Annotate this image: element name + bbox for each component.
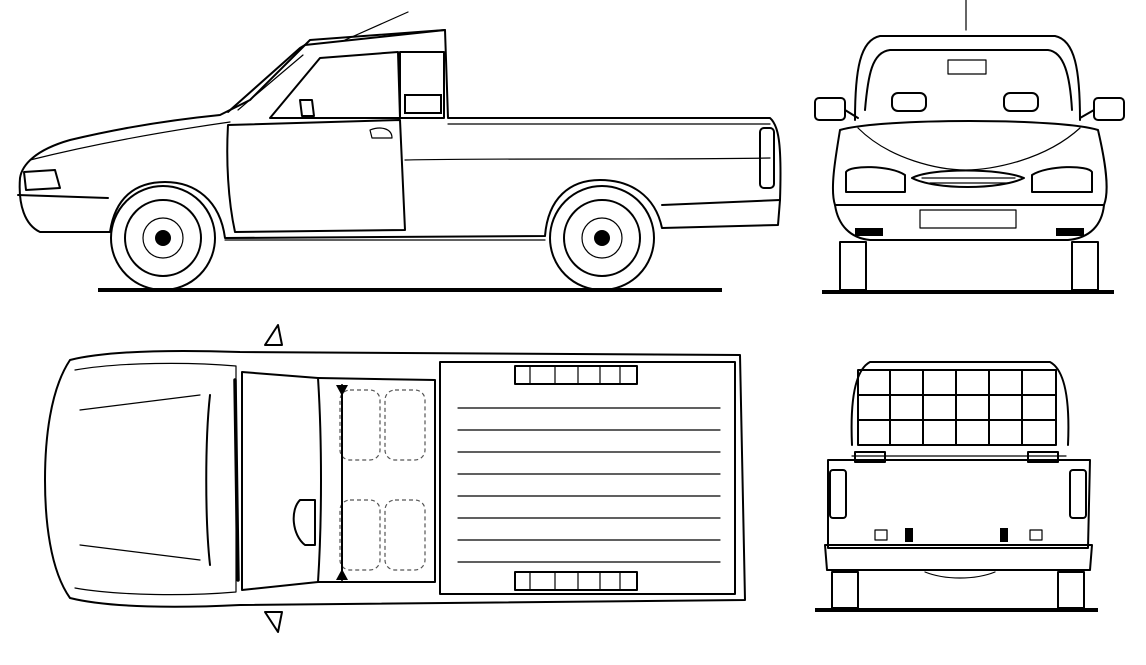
side-mirror [299,99,315,117]
front-bumper [834,204,1105,241]
front-tire-left [839,241,867,291]
rear-bumper [824,544,1093,571]
rear-body [827,459,1091,549]
side-front-wheel [110,185,216,291]
top-tie-downs-lower [514,571,638,591]
rear-axle [924,571,996,579]
top-seat-cushion-left [384,389,426,461]
front-grille-bars [921,177,1016,184]
rear-view [815,361,1098,612]
rear-tire-right [1057,571,1085,609]
front-license-plate [919,209,1017,229]
top-hood-line-1 [79,394,201,411]
front-mirror-interior [947,59,987,75]
top-bed-ribs [457,407,721,563]
top-seat-cushion-right [384,499,426,571]
rear-hinge-left [854,451,886,463]
top-mirror-right [264,611,283,633]
top-seat-back-right [339,499,381,571]
front-windshield [864,49,1073,111]
side-roof [304,29,446,46]
front-mirror-arm-right [1079,109,1095,119]
side-antenna [344,11,409,41]
rear-reflector-left [874,529,888,541]
front-body [831,120,1108,206]
front-seat-right [1003,92,1039,112]
side-rear-window-latch [404,94,442,114]
side-door-handle [369,127,393,139]
side-hood-line [29,121,231,161]
top-windshield-edge [233,378,240,582]
top-hood-line-2 [79,544,201,561]
front-mirror-left [814,97,846,121]
front-grille [911,169,1025,188]
side-windshield-inner [237,54,304,111]
front-headlight-left [845,166,906,193]
rear-cab [850,361,1070,446]
side-rear-window [399,51,445,119]
front-hood-line [857,127,1081,171]
side-view [17,11,782,292]
side-front-bumper [17,194,109,199]
front-headlight-right [1031,166,1093,193]
side-headlight [23,169,61,191]
top-cowl [205,394,211,566]
rear-window-grid [857,369,1057,446]
top-steering-wheel [292,499,316,546]
side-door [226,119,406,233]
front-view [814,0,1125,294]
front-mirror-arm-left [844,109,859,119]
rear-hinge-right [1027,451,1059,463]
top-cab-rear [317,377,436,583]
side-tail-light [759,127,775,189]
side-bed-crease [404,157,771,161]
front-fog-right [1056,228,1084,236]
side-door-window [269,51,401,119]
side-rear-bumper [661,199,781,206]
top-hood [74,362,237,596]
top-roof [241,371,322,591]
side-body-outline [18,29,782,239]
top-bed [439,361,736,595]
rear-tail-light-right [1069,469,1087,519]
rear-tail-light-left [829,469,847,519]
front-tire-right [1071,241,1099,291]
top-tie-downs-upper [514,365,638,385]
rear-light-right [1000,528,1008,542]
front-cab-outline [854,35,1081,121]
front-mirror-right [1093,97,1125,121]
front-seat-left [891,92,927,112]
rear-reflector-right [1029,529,1043,541]
rear-light-left [905,528,913,542]
top-view [44,324,746,633]
front-fog-left [855,228,883,236]
top-seat-back-left [339,389,381,461]
rear-tire-left [831,571,859,609]
side-rear-wheel [549,185,655,291]
side-windshield [227,44,306,113]
top-mirror-left [264,324,283,346]
top-body-outline [44,349,746,608]
top-dimension-arrow-bottom [336,569,348,580]
top-dimension-arrow-top [336,385,348,396]
